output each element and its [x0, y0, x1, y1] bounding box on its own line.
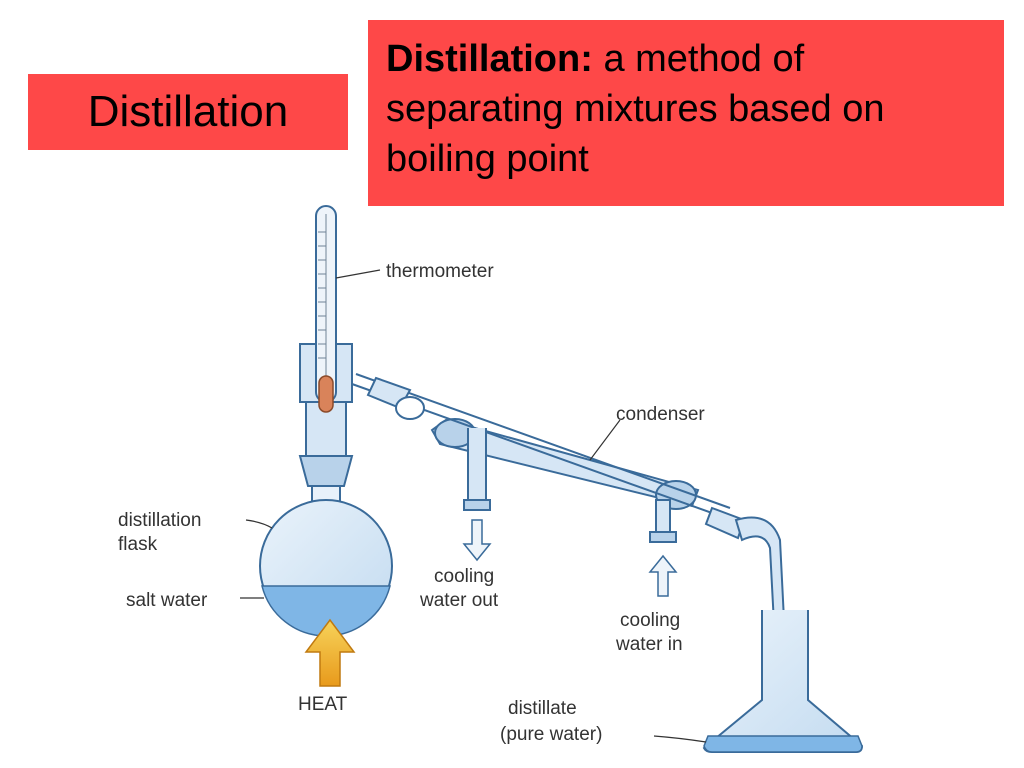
- label-distillation-flask-2: flask: [118, 534, 158, 555]
- thermometer-bulb: [318, 375, 334, 413]
- label-distillation-flask-1: distillation: [118, 510, 201, 531]
- condenser-leader: [589, 419, 621, 461]
- definition-line-2: separating mixtures based on: [386, 88, 885, 130]
- cooling-water-in-arrow: [648, 554, 678, 597]
- distillate-leader: [653, 735, 707, 743]
- page-title: Distillation: [87, 87, 289, 136]
- flask-stopper: [298, 455, 354, 487]
- cooling-water-in-tube: [649, 499, 677, 543]
- label-condenser: condenser: [616, 404, 705, 425]
- distillate-liquid: [703, 735, 863, 753]
- definition-line-3: boiling point: [386, 138, 589, 180]
- flask-leader: [245, 519, 273, 529]
- definition-text: Distillation: a method of separating mix…: [386, 34, 986, 184]
- side-arm-joint: [366, 376, 425, 420]
- distillation-flask: [259, 343, 393, 637]
- condenser: [351, 373, 731, 519]
- receiving-flask: [702, 610, 864, 753]
- label-cooling-out-2: water out: [419, 590, 499, 611]
- cooling-water-out-tube: [463, 428, 491, 511]
- label-salt-water: salt water: [126, 590, 208, 611]
- label-cooling-out-1: cooling: [434, 566, 494, 587]
- label-distillate-2: (pure water): [500, 724, 602, 745]
- thermometer: [315, 205, 337, 413]
- definition-term: Distillation:: [386, 38, 593, 80]
- definition-box: Distillation: a method of separating mix…: [368, 20, 1004, 206]
- label-cooling-in-2: water in: [615, 634, 683, 655]
- label-distillate-1: distillate: [508, 698, 577, 719]
- thermometer-leader: [335, 269, 381, 279]
- label-heat: HEAT: [298, 694, 348, 715]
- label-cooling-in-1: cooling: [620, 610, 680, 631]
- heat-arrow: [304, 618, 356, 687]
- definition-line-1: a method of: [592, 38, 805, 80]
- label-thermometer: thermometer: [386, 261, 494, 282]
- title-box: Distillation: [28, 74, 348, 150]
- cooling-water-out-arrow: [462, 519, 492, 562]
